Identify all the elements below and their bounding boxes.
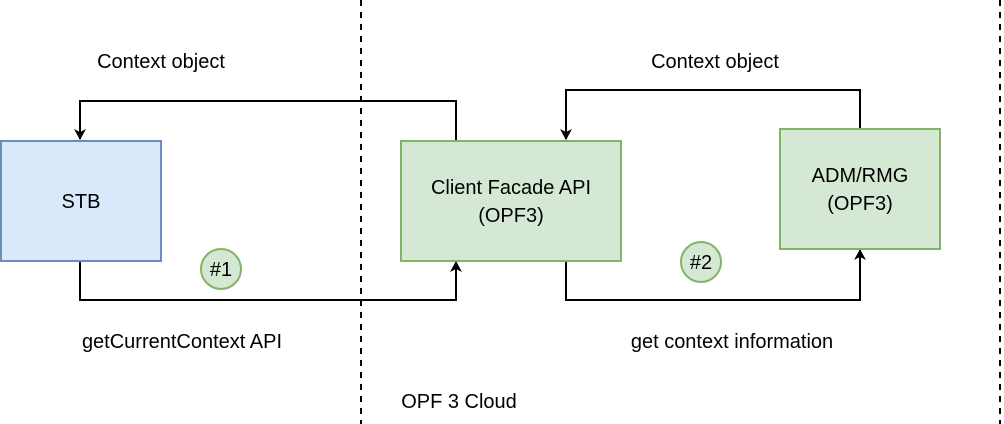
get-context-info-edge (565, 249, 866, 301)
stb-label: STB (62, 191, 101, 213)
cloud-label: OPF 3 Cloud (401, 391, 517, 413)
client-facade-node: Client Facade API (OPF3) (400, 140, 622, 262)
step-badge-1-circle (200, 248, 242, 290)
context-object-return-edge-left (74, 100, 457, 141)
get-context-info-label: get context information (631, 331, 833, 353)
step-badge-2-label: #2 (690, 252, 712, 274)
context-object-label-right: Context object (651, 51, 779, 73)
client-facade-box (400, 140, 622, 262)
adm-rmg-node: ADM/RMG (OPF3) (779, 128, 941, 250)
client-facade-label-line1: Client Facade API (431, 177, 591, 199)
stb-node: STB (0, 140, 162, 262)
get-current-context-label: getCurrentContext API (82, 331, 282, 353)
get-current-context-edge (79, 261, 462, 301)
adm-rmg-label-line1: ADM/RMG (812, 165, 909, 187)
context-object-return-edge-right (560, 89, 861, 140)
step-badge-1: #1 (200, 248, 242, 290)
step-badge-2-circle (680, 241, 722, 283)
step-badge-1-label: #1 (210, 259, 232, 281)
stb-box (0, 140, 162, 262)
step-badge-2: #2 (680, 241, 722, 283)
context-object-label-left: Context object (97, 51, 225, 73)
adm-rmg-label-line2: (OPF3) (827, 193, 893, 215)
client-facade-label-line2: (OPF3) (478, 205, 544, 227)
adm-rmg-box (779, 128, 941, 250)
